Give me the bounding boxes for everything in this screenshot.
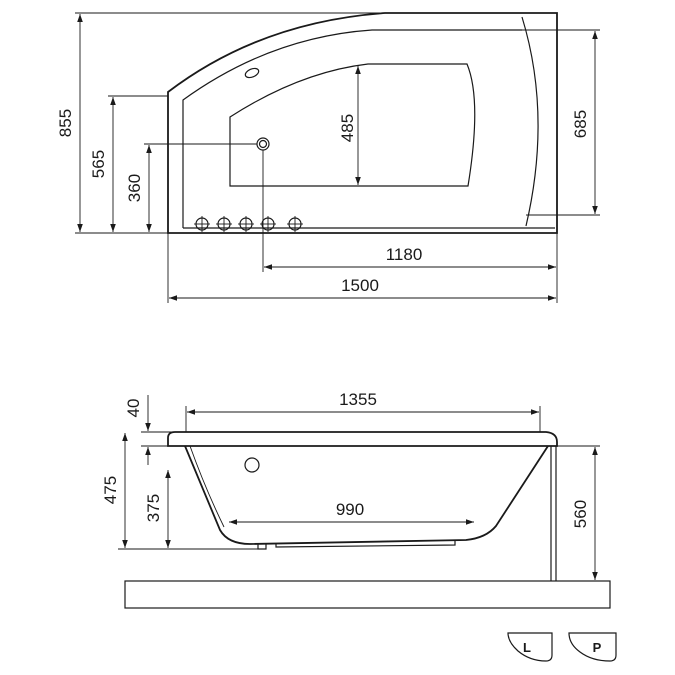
tub-rim-profile: [167, 431, 558, 447]
dim-height-total: 475: [101, 476, 120, 504]
variant-right-label: P: [593, 640, 602, 655]
dim-basin-depth: 485: [338, 114, 357, 142]
tub-inner-basin: [229, 63, 476, 187]
drain-icon: [256, 137, 270, 151]
drain-outlet-icon: [244, 457, 260, 473]
variant-left-label: L: [523, 640, 531, 655]
dim-length-top: 1355: [339, 390, 377, 409]
jet-icon: [216, 216, 232, 232]
jet-icon: [238, 216, 254, 232]
dim-depth-overall: 855: [56, 109, 75, 137]
tub-rim-line: [182, 29, 522, 228]
dim-leg-height: 560: [571, 500, 590, 528]
side-view: 40 475 375 1355 990 560: [101, 390, 611, 609]
dim-drain-height: 360: [125, 174, 144, 202]
jet-icon: [194, 216, 210, 232]
jet-icon: [287, 216, 303, 232]
variant-left-badge[interactable]: L: [507, 632, 553, 662]
variant-left-shape: [507, 632, 553, 662]
tub-body-profile: [184, 445, 549, 545]
overflow-icon: [244, 67, 260, 79]
tub-feet: [257, 540, 456, 550]
tub-right-edge: [521, 16, 539, 227]
variant-right-shape: [568, 632, 617, 662]
dim-inner-height: 375: [144, 494, 163, 522]
dim-rim-height: 40: [124, 399, 143, 418]
dim-width-inner: 1180: [386, 245, 423, 264]
floor-plinth: [124, 580, 611, 609]
tub-outer-outline: [167, 12, 558, 234]
tub-inner-wall: [189, 445, 225, 528]
variant-right-badge[interactable]: P: [568, 632, 617, 662]
dim-width-overall: 1500: [341, 276, 379, 295]
dim-bottom-length: 990: [336, 500, 364, 519]
jet-row: [194, 216, 303, 232]
top-view: 855 565 360 485 685 1180 1500: [56, 12, 600, 303]
jet-icon: [260, 216, 276, 232]
dim-right-depth: 685: [571, 110, 590, 138]
dim-depth-left: 565: [89, 150, 108, 178]
drain-inner-icon: [258, 139, 268, 149]
